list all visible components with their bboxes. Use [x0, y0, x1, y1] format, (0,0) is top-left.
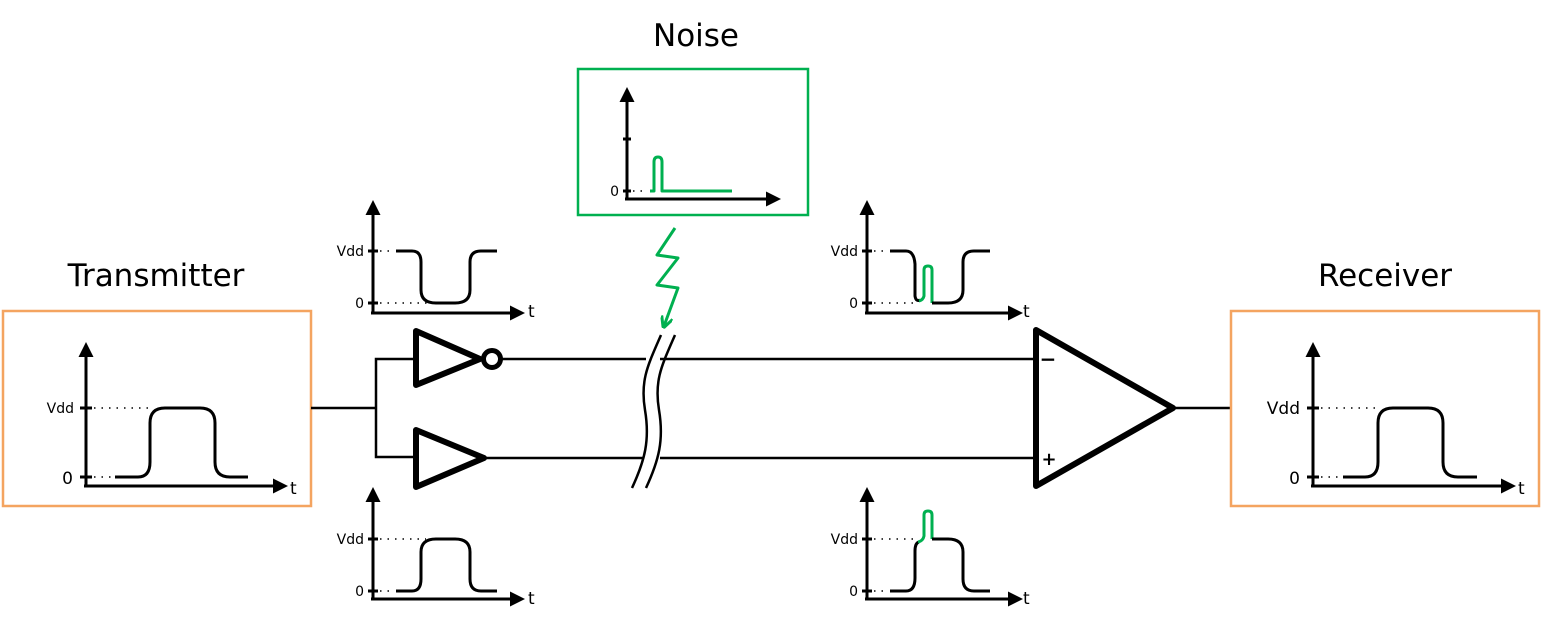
noise-spike-on-inverted — [918, 264, 934, 303]
noise-spike — [650, 155, 732, 193]
noise-box — [576, 67, 810, 217]
vdd-label: Vdd — [337, 532, 364, 548]
receiver-block: Receiver Vdd 0 t — [1229, 258, 1541, 508]
noninverting-buffer — [413, 427, 487, 490]
zero-label: 0 — [62, 469, 73, 489]
inverter-bubble — [481, 348, 503, 370]
transmitter-title: Transmitter — [67, 258, 245, 294]
vdd-label: Vdd — [47, 401, 74, 417]
receiver-title: Receiver — [1318, 258, 1452, 294]
noninverted-line-noisy-waveform: Vdd 0 t — [831, 487, 1030, 609]
vdd-label: Vdd — [1267, 399, 1300, 419]
noninverted-signal — [396, 537, 497, 593]
driver-circuit — [311, 328, 1035, 490]
zero-label: 0 — [610, 184, 619, 200]
noninverted-signal-part1 — [890, 540, 920, 593]
noise-waveform-plot: 0 — [610, 87, 781, 207]
receiver-waveform-plot: Vdd 0 t — [1267, 342, 1525, 499]
vdd-label: Vdd — [831, 244, 858, 260]
t-label: t — [528, 589, 535, 609]
inverting-buffer — [413, 328, 483, 388]
cable-break-mark-left — [630, 334, 663, 489]
differential-receiver-amplifier: − + — [1033, 327, 1231, 489]
transmitter-signal — [115, 406, 248, 479]
zero-label: 0 — [1289, 469, 1300, 489]
inverted-signal-part1 — [890, 249, 921, 302]
noise-title: Noise — [653, 18, 739, 54]
receiver-signal — [1343, 406, 1477, 479]
t-label: t — [1518, 479, 1525, 499]
transmitter-waveform-plot: Vdd 0 t — [47, 342, 297, 499]
cable-break-mark-right — [644, 334, 677, 489]
t-label: t — [1023, 589, 1030, 609]
zero-label: 0 — [849, 584, 858, 600]
noise-coupling-lightning-icon — [655, 227, 680, 326]
noninverting-input-sign: + — [1041, 449, 1056, 470]
inverted-signal — [396, 249, 497, 305]
noninverted-signal-part2 — [932, 537, 990, 593]
t-label: t — [528, 302, 535, 322]
zero-label: 0 — [355, 296, 364, 312]
split-wire — [374, 357, 414, 459]
zero-label: 0 — [355, 584, 364, 600]
noise-spike-on-noninverted — [917, 509, 934, 544]
inverted-signal-part2 — [932, 249, 990, 305]
noninverted-line-waveform: Vdd 0 t — [337, 487, 535, 609]
noise-block: Noise 0 — [576, 18, 810, 326]
inverting-input-sign: − — [1040, 347, 1057, 371]
vdd-label: Vdd — [337, 244, 364, 260]
amplifier-triangle — [1033, 327, 1176, 489]
inverted-line-waveform: Vdd 0 t — [337, 200, 535, 322]
t-label: t — [290, 479, 297, 499]
t-label: t — [1023, 302, 1030, 322]
transmitter-block: Transmitter Vdd 0 t — [1, 258, 313, 508]
zero-label: 0 — [849, 296, 858, 312]
inverted-line-noisy-waveform: Vdd 0 t — [831, 200, 1030, 322]
vdd-label: Vdd — [831, 532, 858, 548]
receiver-box — [1229, 309, 1541, 508]
